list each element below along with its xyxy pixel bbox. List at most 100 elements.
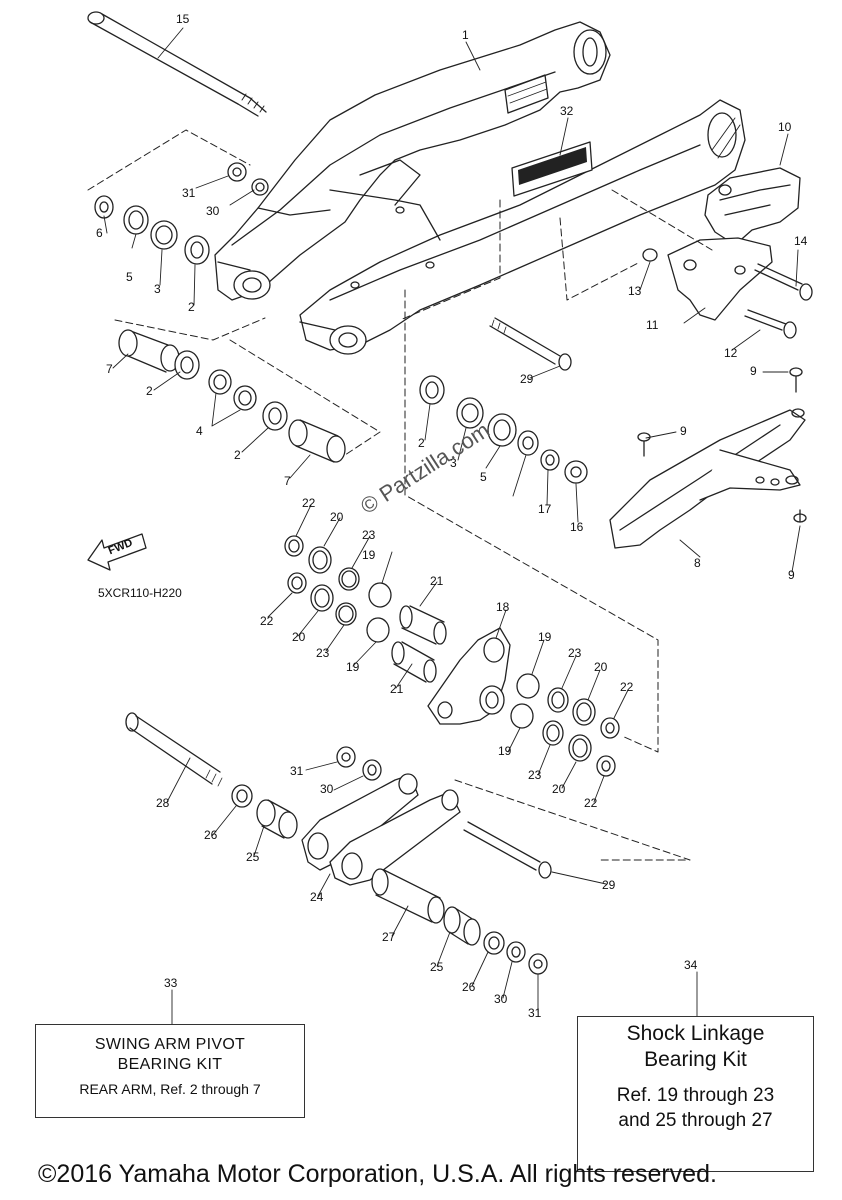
assembly-lines bbox=[87, 129, 713, 861]
callout-30[interactable]: 30 bbox=[206, 204, 220, 218]
callout-12[interactable]: 12 bbox=[724, 346, 738, 360]
callout-22[interactable]: 22 bbox=[302, 496, 316, 510]
callout-19[interactable]: 19 bbox=[346, 660, 360, 674]
bearing-stack-right bbox=[419, 375, 588, 484]
bolt-12 bbox=[744, 309, 797, 339]
callout-2[interactable]: 2 bbox=[188, 300, 195, 314]
callout-6[interactable]: 6 bbox=[96, 226, 103, 240]
bearing-stack-left bbox=[94, 195, 346, 463]
callout-9[interactable]: 9 bbox=[788, 568, 795, 582]
kit-34-reference-line2: and 25 through 27 bbox=[618, 1110, 773, 1131]
callout-11[interactable]: 11 bbox=[646, 318, 659, 332]
callout-5[interactable]: 5 bbox=[126, 270, 133, 284]
callout-23[interactable]: 23 bbox=[362, 528, 376, 542]
callout-30[interactable]: 30 bbox=[494, 992, 508, 1006]
callout-14[interactable]: 14 bbox=[794, 234, 808, 248]
callout-3[interactable]: 3 bbox=[154, 282, 161, 296]
callout-33[interactable]: 33 bbox=[164, 976, 178, 990]
chain-guide-bracket-11 bbox=[667, 237, 773, 321]
callout-2[interactable]: 2 bbox=[234, 448, 241, 462]
swing-arm-bearing-kit-box[interactable]: SWING ARM PIVOT BEARING KIT REAR ARM, Re… bbox=[35, 1024, 305, 1118]
callout-9[interactable]: 9 bbox=[750, 364, 757, 378]
callout-23[interactable]: 23 bbox=[568, 646, 582, 660]
callout-3[interactable]: 3 bbox=[450, 456, 457, 470]
copyright-footer: ©2016 Yamaha Motor Corporation, U.S.A. A… bbox=[38, 1160, 717, 1188]
nut-13 bbox=[642, 248, 658, 262]
callout-10[interactable]: 10 bbox=[778, 120, 792, 134]
callout-19[interactable]: 19 bbox=[362, 548, 376, 562]
callout-23[interactable]: 23 bbox=[316, 646, 330, 660]
callout-20[interactable]: 20 bbox=[594, 660, 608, 674]
fwd-arrow bbox=[87, 533, 147, 571]
label-32 bbox=[511, 141, 593, 197]
callout-7[interactable]: 7 bbox=[284, 474, 291, 488]
kit-33-title-line1: SWING ARM PIVOT bbox=[94, 1036, 246, 1053]
link-bearings-left bbox=[231, 784, 298, 839]
callout-26[interactable]: 26 bbox=[462, 980, 476, 994]
nut-washer-top bbox=[227, 162, 269, 196]
leader-lines bbox=[103, 27, 801, 573]
connecting-rod-24 bbox=[301, 773, 461, 886]
callout-23[interactable]: 23 bbox=[528, 768, 542, 782]
callout-21[interactable]: 21 bbox=[390, 682, 404, 696]
callout-25[interactable]: 25 bbox=[430, 960, 444, 974]
kit-34-title-line1: Shock Linkage bbox=[626, 1022, 765, 1045]
callout-4[interactable]: 4 bbox=[196, 424, 203, 438]
callout-29[interactable]: 29 bbox=[520, 372, 534, 386]
callout-31[interactable]: 31 bbox=[182, 186, 196, 200]
callout-31[interactable]: 31 bbox=[528, 1006, 542, 1020]
kit-33-reference: REAR ARM, Ref. 2 through 7 bbox=[79, 1081, 261, 1097]
bolt-28 bbox=[125, 712, 223, 787]
diagram-code: 5XCR110-H220 bbox=[98, 586, 182, 600]
callout-18[interactable]: 18 bbox=[496, 600, 510, 614]
callout-20[interactable]: 20 bbox=[552, 782, 566, 796]
callout-25[interactable]: 25 bbox=[246, 850, 260, 864]
callout-28[interactable]: 28 bbox=[156, 796, 170, 810]
callout-7[interactable]: 7 bbox=[106, 362, 113, 376]
swing-arm-1 bbox=[214, 21, 746, 355]
callout-31[interactable]: 31 bbox=[290, 764, 304, 778]
link-bearings-bottom bbox=[371, 868, 548, 975]
callout-24[interactable]: 24 bbox=[310, 890, 324, 904]
callout-2[interactable]: 2 bbox=[146, 384, 153, 398]
callout-20[interactable]: 20 bbox=[292, 630, 306, 644]
callout-20[interactable]: 20 bbox=[330, 510, 344, 524]
chain-slider-8 bbox=[609, 408, 806, 549]
relay-bearings-right bbox=[510, 673, 620, 777]
callout-9[interactable]: 9 bbox=[680, 424, 687, 438]
chain-guide-10 bbox=[704, 167, 801, 246]
callout-8[interactable]: 8 bbox=[694, 556, 701, 570]
kit-33-title-line2: BEARING KIT bbox=[117, 1056, 223, 1073]
callout-29[interactable]: 29 bbox=[602, 878, 616, 892]
relay-arm-18 bbox=[427, 627, 511, 725]
callout-22[interactable]: 22 bbox=[584, 796, 598, 810]
callout-15[interactable]: 15 bbox=[176, 12, 190, 26]
callout-22[interactable]: 22 bbox=[620, 680, 634, 694]
callout-13[interactable]: 13 bbox=[628, 284, 642, 298]
callout-19[interactable]: 19 bbox=[538, 630, 552, 644]
callout-2[interactable]: 2 bbox=[418, 436, 425, 450]
relay-bearings-left bbox=[284, 535, 447, 683]
nut-washer-31-30-mid bbox=[336, 746, 382, 781]
pivot-shaft-15 bbox=[87, 11, 267, 117]
callout-30[interactable]: 30 bbox=[320, 782, 334, 796]
bolt-14 bbox=[754, 263, 813, 301]
callout-5[interactable]: 5 bbox=[480, 470, 487, 484]
bolt-29-bottom bbox=[463, 821, 552, 879]
callout-19[interactable]: 19 bbox=[498, 744, 512, 758]
kit-34-title-line2: Bearing Kit bbox=[644, 1048, 747, 1071]
callout-16[interactable]: 16 bbox=[570, 520, 584, 534]
bolt-29-top bbox=[489, 317, 572, 371]
callout-17[interactable]: 17 bbox=[538, 502, 552, 516]
callout-26[interactable]: 26 bbox=[204, 828, 218, 842]
callout-22[interactable]: 22 bbox=[260, 614, 274, 628]
leader-lines-lower bbox=[166, 504, 698, 1025]
shock-linkage-bearing-kit-box[interactable]: Shock Linkage Bearing Kit Ref. 19 throug… bbox=[577, 1016, 814, 1172]
kit-34-reference-line1: Ref. 19 through 23 bbox=[616, 1085, 775, 1106]
callout-34[interactable]: 34 bbox=[684, 958, 698, 972]
callout-1[interactable]: 1 bbox=[462, 28, 469, 42]
callout-32[interactable]: 32 bbox=[560, 104, 574, 118]
callout-21[interactable]: 21 bbox=[430, 574, 444, 588]
callout-27[interactable]: 27 bbox=[382, 930, 396, 944]
